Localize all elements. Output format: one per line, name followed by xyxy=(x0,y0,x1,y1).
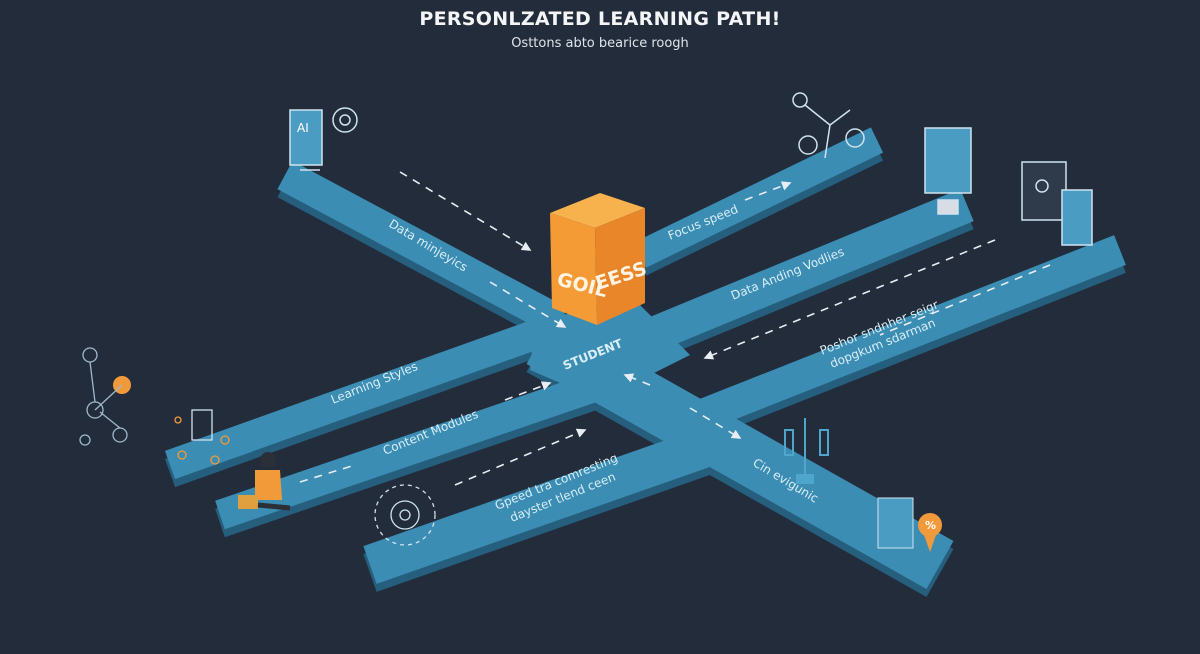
user-profile-screens-icon xyxy=(1021,161,1093,246)
road-path xyxy=(277,160,568,337)
tower-icon xyxy=(784,418,829,484)
document-tree-icon xyxy=(174,409,230,465)
network-nodes-icon xyxy=(79,347,131,446)
target-orbit-icon xyxy=(374,484,436,546)
monitor-chart-icon xyxy=(924,127,972,215)
road-path xyxy=(363,426,719,584)
robot-arm-icon xyxy=(792,92,865,159)
page-subtitle: Osttons abto bearice roogh xyxy=(511,36,689,51)
ai-monitor-gear-icon xyxy=(289,107,358,171)
road-path xyxy=(164,315,554,480)
road-path xyxy=(633,188,974,357)
road-path xyxy=(633,127,884,268)
goal-cube: GOIL EESS xyxy=(550,193,649,325)
ai-text: AI xyxy=(297,121,309,135)
road-path xyxy=(215,370,605,530)
page-title: PERSONLZATED LEARNING PATH! xyxy=(419,8,781,30)
flow-arrows xyxy=(299,171,1051,486)
road-path xyxy=(684,235,1126,435)
student-plaza xyxy=(530,305,690,400)
report-percent-icon xyxy=(877,497,942,552)
student-laptop-icon xyxy=(238,452,291,511)
percent-text: % xyxy=(925,519,936,532)
